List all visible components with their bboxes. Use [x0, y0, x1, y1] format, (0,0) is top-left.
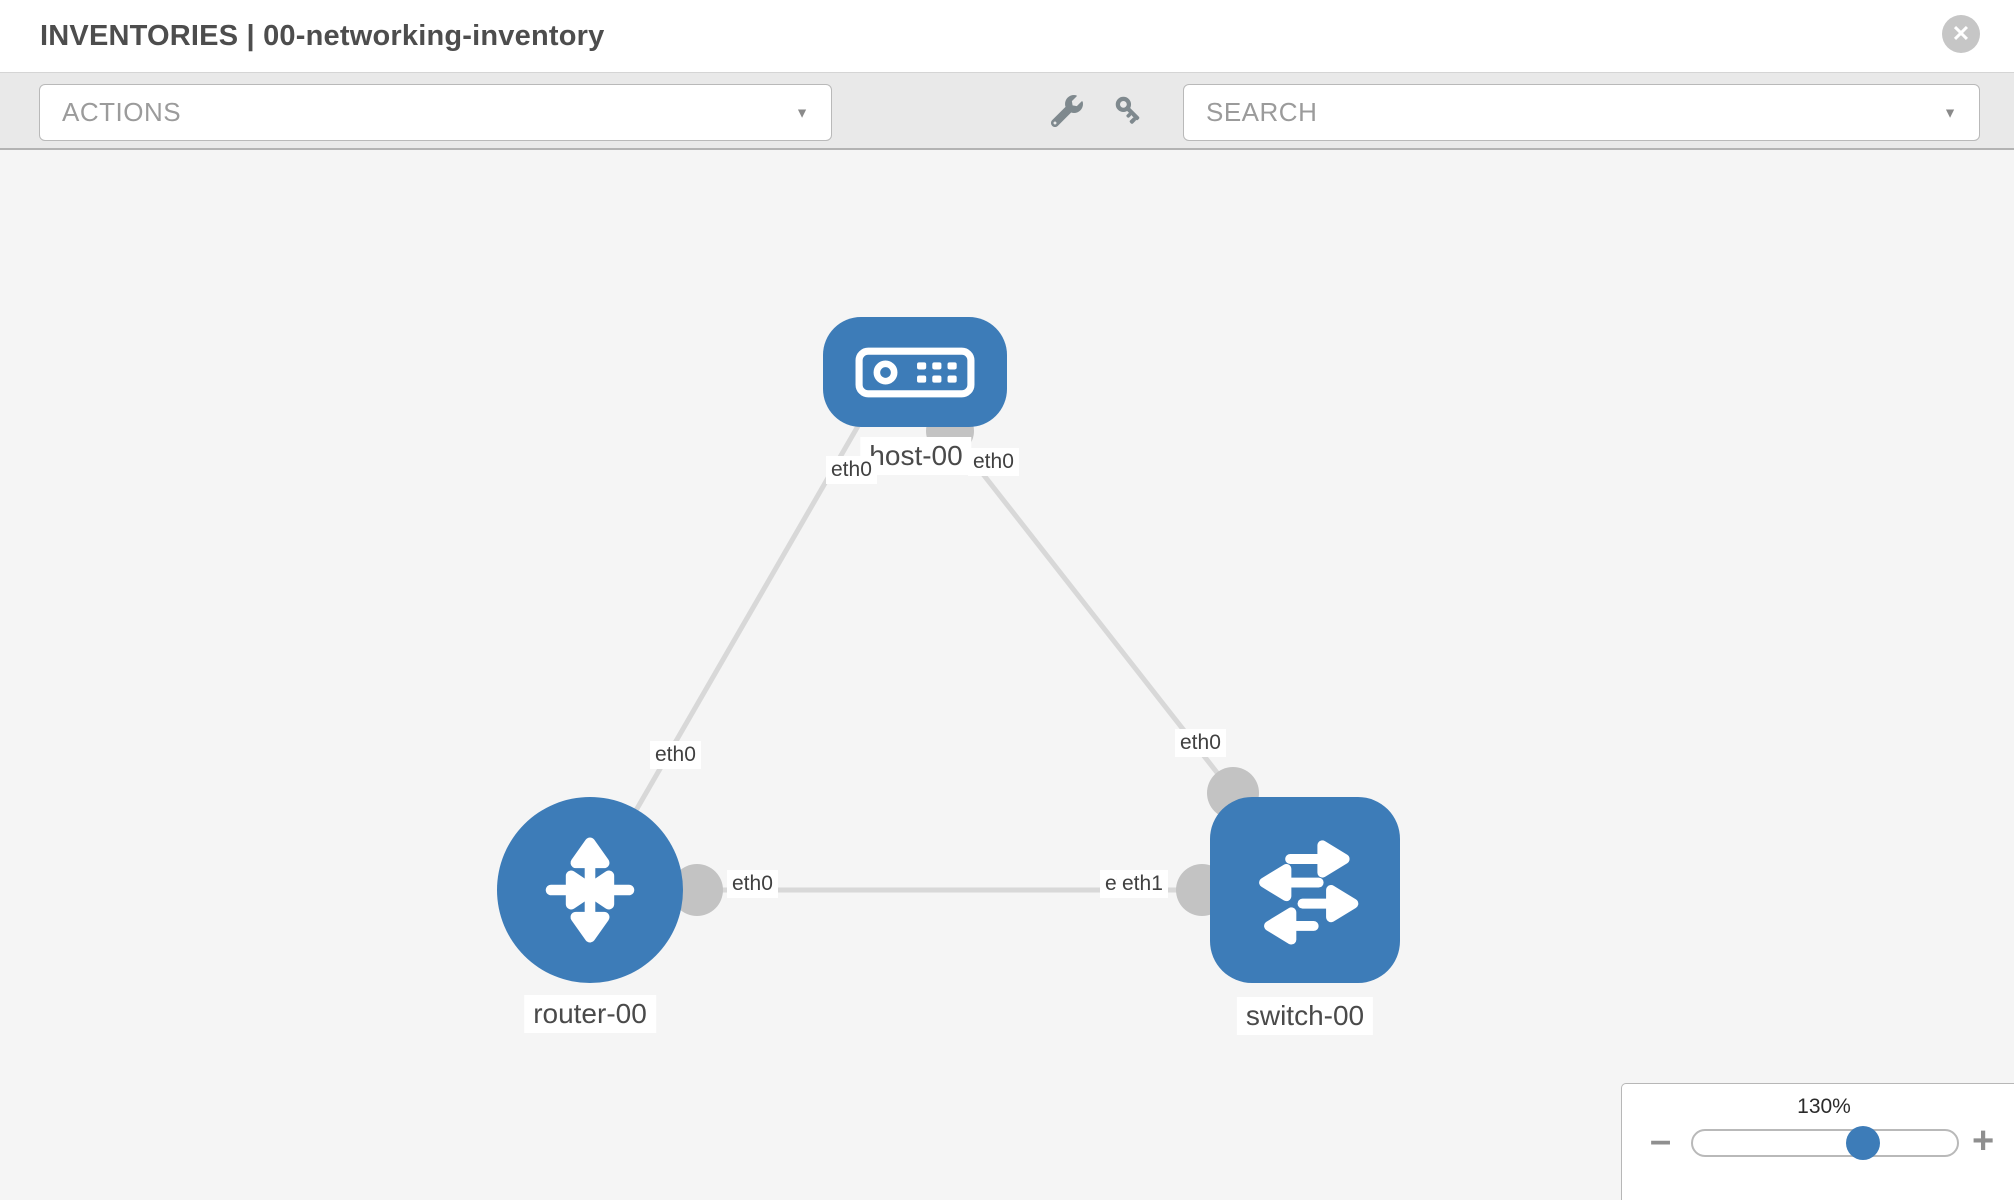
- host-icon: [855, 347, 975, 397]
- key-icon: [1115, 96, 1140, 124]
- port-label-host-eth0-left: eth0: [826, 456, 877, 484]
- page-title: INVENTORIES | 00-networking-inventory: [40, 19, 605, 52]
- zoom-slider-track[interactable]: [1691, 1129, 1959, 1157]
- node-switch-00[interactable]: [1210, 797, 1400, 983]
- configure-tools-button[interactable]: [1048, 92, 1086, 130]
- search-dropdown[interactable]: SEARCH ▼: [1183, 84, 1980, 141]
- chevron-down-icon: ▼: [795, 103, 809, 120]
- switch-icon: [1259, 840, 1359, 945]
- close-icon[interactable]: ✕: [1942, 15, 1980, 53]
- zoom-control-panel: 130% – +: [1621, 1083, 2014, 1200]
- port-label-router-eth0-top: eth0: [650, 741, 701, 769]
- header-bar: INVENTORIES | 00-networking-inventory ✕: [0, 0, 2014, 72]
- node-label-switch: switch-00: [1236, 997, 1374, 1035]
- credentials-button[interactable]: [1111, 92, 1149, 130]
- zoom-in-button[interactable]: +: [1972, 1120, 1995, 1162]
- node-label-host: host-00: [860, 437, 972, 475]
- port-label-switch-eth1-left: eth1: [1117, 870, 1168, 898]
- zoom-level-value: 130%: [1797, 1095, 1851, 1118]
- actions-dropdown-label: ACTIONS: [62, 97, 182, 127]
- node-label-router: router-00: [524, 995, 656, 1033]
- port-label-host-eth0-right: eth0: [968, 448, 1019, 476]
- port-label-router-eth0-right: eth0: [727, 870, 778, 898]
- zoom-out-button[interactable]: –: [1650, 1120, 1672, 1162]
- zoom-slider-thumb[interactable]: [1846, 1126, 1880, 1160]
- wrench-icon: [1051, 94, 1083, 127]
- router-icon: [545, 837, 635, 943]
- topology-canvas[interactable]: host-00 router-00 switch-00 eth0 eth0 et…: [0, 150, 2014, 1200]
- interface-dot-router: [671, 864, 723, 916]
- node-host-00[interactable]: [823, 317, 1007, 427]
- toolbar: ACTIONS ▼ SEARCH ▼: [0, 72, 2014, 150]
- chevron-down-icon: ▼: [1943, 103, 1957, 120]
- node-router-00[interactable]: [497, 797, 683, 983]
- search-dropdown-label: SEARCH: [1206, 97, 1318, 127]
- port-label-switch-eth0-top: eth0: [1175, 729, 1226, 757]
- links-layer: [587, 407, 1259, 916]
- actions-dropdown[interactable]: ACTIONS ▼: [39, 84, 832, 141]
